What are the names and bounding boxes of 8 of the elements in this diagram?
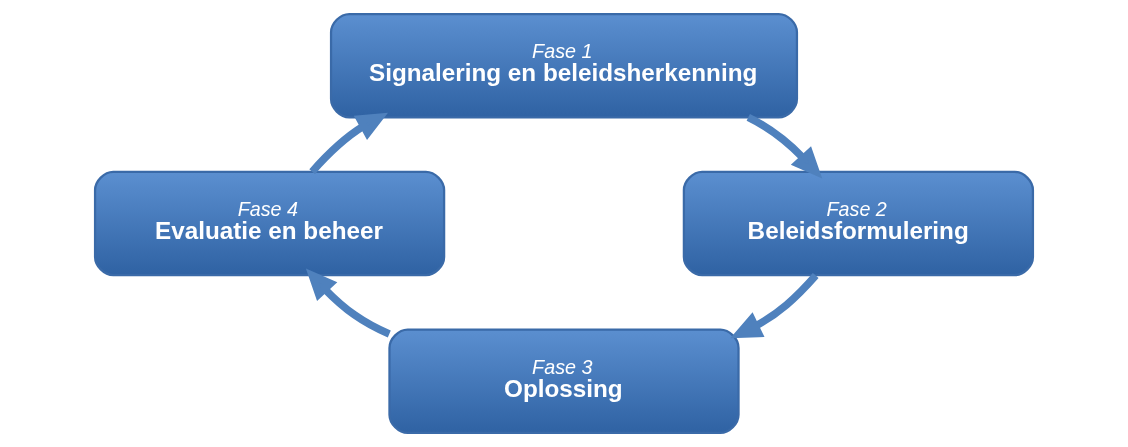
node-box: Fase 1 Signalering en beleidsherkenning	[329, 12, 799, 119]
node-box: Fase 2 Beleidsformulering	[682, 170, 1035, 277]
arrow	[309, 112, 389, 175]
arrow	[730, 272, 819, 339]
arrow	[746, 113, 823, 179]
arrow	[305, 268, 391, 338]
node-box: Fase 4 Evaluatie en beheer	[93, 170, 446, 277]
node-box: Fase 3 Oplossing	[388, 328, 740, 435]
